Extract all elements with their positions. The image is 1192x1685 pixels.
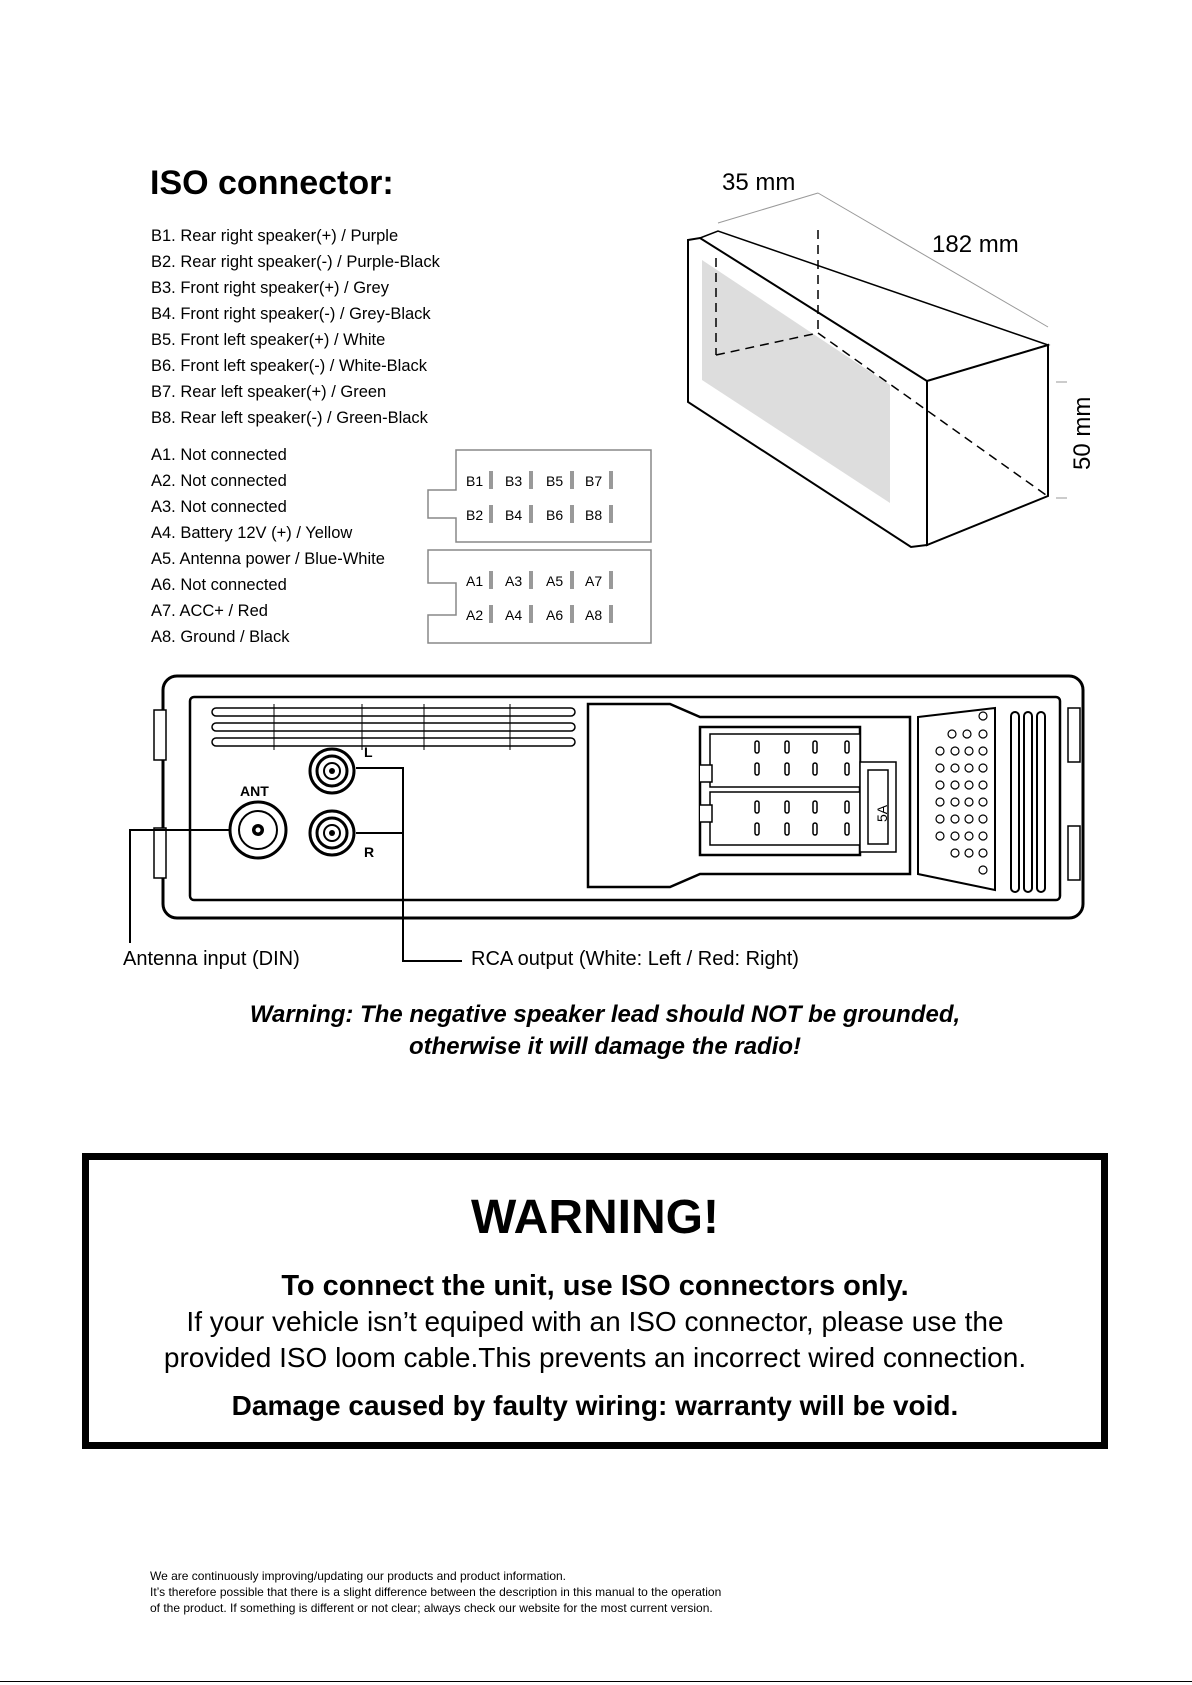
antenna-socket [228,800,288,860]
antenna-input-callout: Antenna input (DIN) [123,948,300,970]
grounding-warning-line1: Warning: The negative speaker lead shoul… [249,1001,961,1028]
iso-socket-pins [754,740,850,836]
depth-dimension-label: 35 mm [722,169,795,196]
pin-b3: B3. Front right speaker(+) / Grey [151,279,389,297]
callout-lines [129,767,462,962]
rear-panel-drawing: ANT L R [129,674,1085,962]
bottom-rule [0,1681,1192,1682]
a-pin-list: A1. Not connected A2. Not connected A3. … [151,442,385,650]
label-a3: A3 [505,573,522,589]
pin-a2: A2. Not connected [151,472,287,490]
pin-a8: A8. Ground / Black [151,628,290,646]
rca-output-callout: RCA output (White: Left / Red: Right) [471,948,799,970]
left-channel-label: L [364,744,373,760]
disclaimer: We are continuously improving/updating o… [150,1568,721,1616]
pin-b6: B6. Front left speaker(-) / White-Black [151,357,427,375]
label-a5: A5 [546,573,563,589]
width-dimension-label: 182 mm [932,231,1019,258]
height-dimension-label: 50 mm [1069,397,1096,470]
warranty-void-note: Damage caused by faulty wiring: warranty… [231,1390,959,1421]
label-a6: A6 [546,607,563,623]
label-b7: B7 [585,473,602,489]
pin-a3: A3. Not connected [151,498,287,516]
connector-block-a-outline [427,549,652,644]
label-b6: B6 [546,507,563,523]
warning-title: WARNING! [471,1191,719,1244]
fuse-label: 5A [874,804,890,822]
pin-markers [489,471,613,623]
disclaimer-line: We are continuously improving/updating o… [150,1569,567,1583]
unit-dimension-drawing: 35 mm 182 mm 50 mm [687,169,1096,549]
rca-right-socket [308,809,356,857]
label-a4: A4 [505,607,522,623]
iso-connector-title: ISO connector: [150,164,394,202]
warning-line-1: If your vehicle isn’t equiped with an IS… [186,1306,1004,1337]
expansion-port-pins [935,711,988,875]
pin-b4: B4. Front right speaker(-) / Grey-Black [151,305,431,323]
pin-b1: B1. Rear right speaker(+) / Purple [151,227,399,245]
pin-b8: B8. Rear left speaker(-) / Green-Black [151,409,428,427]
disclaimer-line: of the product. If something is differen… [150,1601,713,1615]
label-b5: B5 [546,473,563,489]
ant-label: ANT [240,783,269,799]
pin-a4: A4. Battery 12V (+) / Yellow [151,524,353,542]
warning-line-2: provided ISO loom cable.This prevents an… [163,1342,1027,1373]
pin-b2: B2. Rear right speaker(-) / Purple-Black [151,253,440,271]
connector-block-b-outline [427,449,652,543]
rca-left-socket [308,747,356,795]
disclaimer-line: It’s therefore possible that there is a … [150,1585,722,1599]
iso-connector-diagram [427,449,652,644]
label-b8: B8 [585,507,602,523]
pin-b5: B5. Front left speaker(+) / White [151,331,386,349]
side-vents [1010,711,1046,893]
b-pin-list: B1. Rear right speaker(+) / Purple B2. R… [151,223,440,431]
label-a7: A7 [585,573,602,589]
pin-a5: A5. Antenna power / Blue-White [151,550,385,568]
warning-bold-line: To connect the unit, use ISO connectors … [281,1270,909,1302]
label-a1: A1 [466,573,483,589]
label-b2: B2 [466,507,483,523]
label-b4: B4 [505,507,522,523]
pin-a6: A6. Not connected [151,576,287,594]
iso-warning-box: WARNING! To connect the unit, use ISO co… [82,1153,1108,1449]
vent-slots [211,707,576,747]
label-a8: A8 [585,607,602,623]
grounding-warning-line2: otherwise it will damage the radio! [408,1033,802,1060]
pin-b7: B7. Rear left speaker(+) / Green [151,383,387,401]
right-channel-label: R [364,844,374,860]
label-b1: B1 [466,473,483,489]
label-a2: A2 [466,607,483,623]
pin-a1: A1. Not connected [151,446,287,464]
label-b3: B3 [505,473,522,489]
pin-a7: A7. ACC+ / Red [151,602,268,620]
